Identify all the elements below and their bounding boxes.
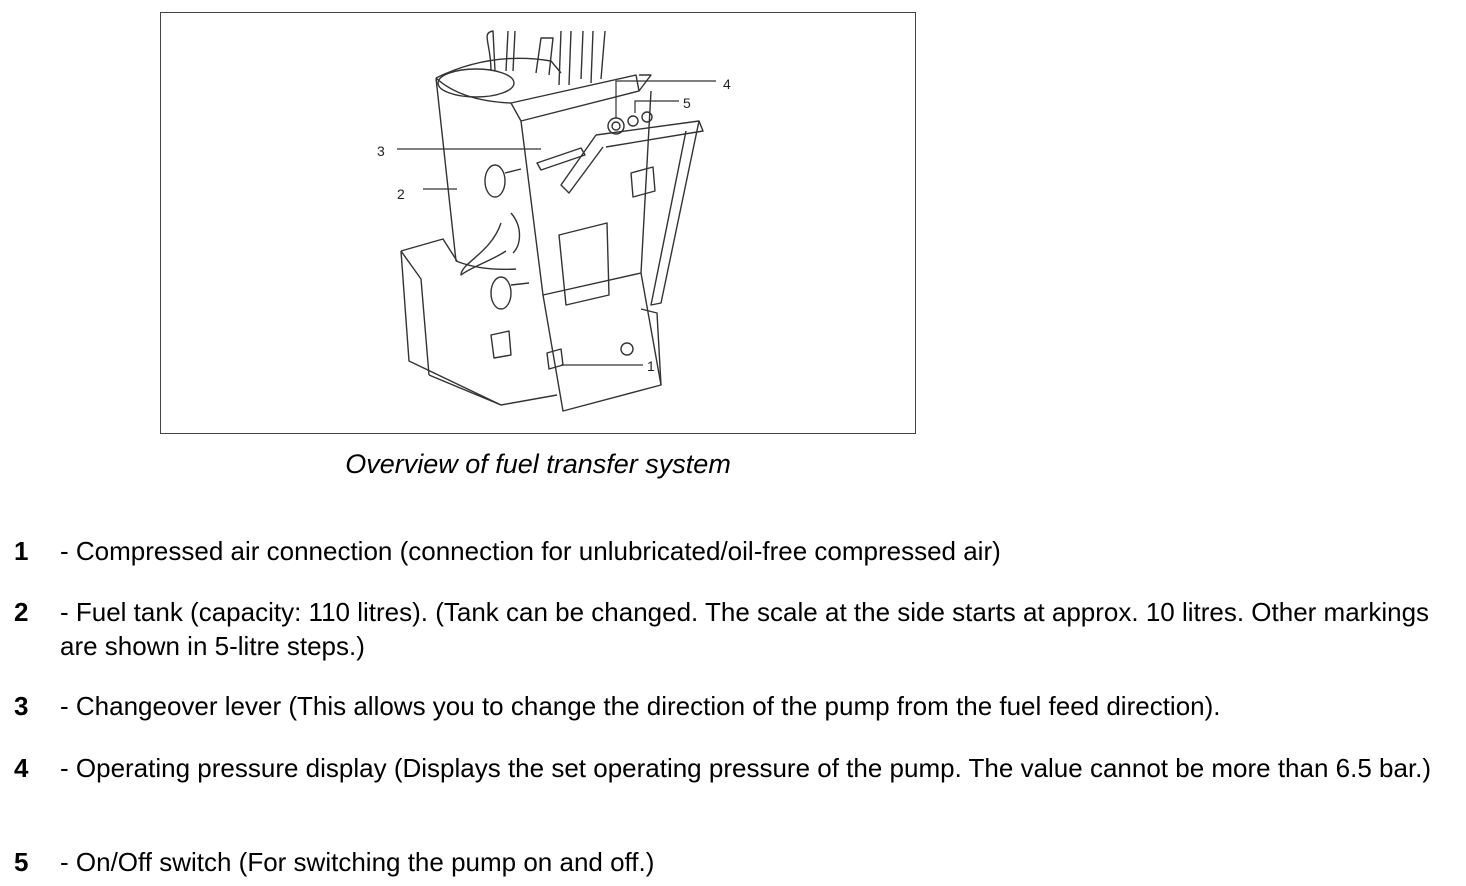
callout-5: 5 xyxy=(683,95,691,111)
callout-1: 1 xyxy=(647,358,655,374)
legend-text: - Compressed air connection (connection … xyxy=(60,536,1001,566)
callout-4: 4 xyxy=(723,76,731,92)
legend-number: 3 xyxy=(14,691,29,721)
legend-item: 2 - Fuel tank (capacity: 110 litres). (T… xyxy=(14,595,1459,663)
legend-number: 5 xyxy=(14,847,29,877)
legend-item: 4 - Operating pressure display (Displays… xyxy=(14,751,1459,785)
legend-text: - Operating pressure display (Displays t… xyxy=(60,753,1432,783)
legend-number: 4 xyxy=(14,753,29,783)
legend-item: 1 - Compressed air connection (connectio… xyxy=(14,534,1459,568)
fuel-transfer-system-illustration: 1 2 3 4 5 xyxy=(377,30,731,412)
legend-text: - Fuel tank (capacity: 110 litres). (Tan… xyxy=(60,597,1430,661)
figure-caption: Overview of fuel transfer system xyxy=(345,449,731,479)
legend-item: 5 - On/Off switch (For switching the pum… xyxy=(14,845,1459,879)
figure-frame: 1 2 3 4 5 xyxy=(160,12,916,434)
legend-text: - On/Off switch (For switching the pump … xyxy=(60,847,655,877)
callout-3: 3 xyxy=(377,143,385,159)
legend-text: - Changeover lever (This allows you to c… xyxy=(60,691,1221,721)
legend-number: 2 xyxy=(14,597,29,627)
legend-item: 3 - Changeover lever (This allows you to… xyxy=(14,689,1459,723)
legend-number: 1 xyxy=(14,536,29,566)
callout-2: 2 xyxy=(397,186,405,202)
